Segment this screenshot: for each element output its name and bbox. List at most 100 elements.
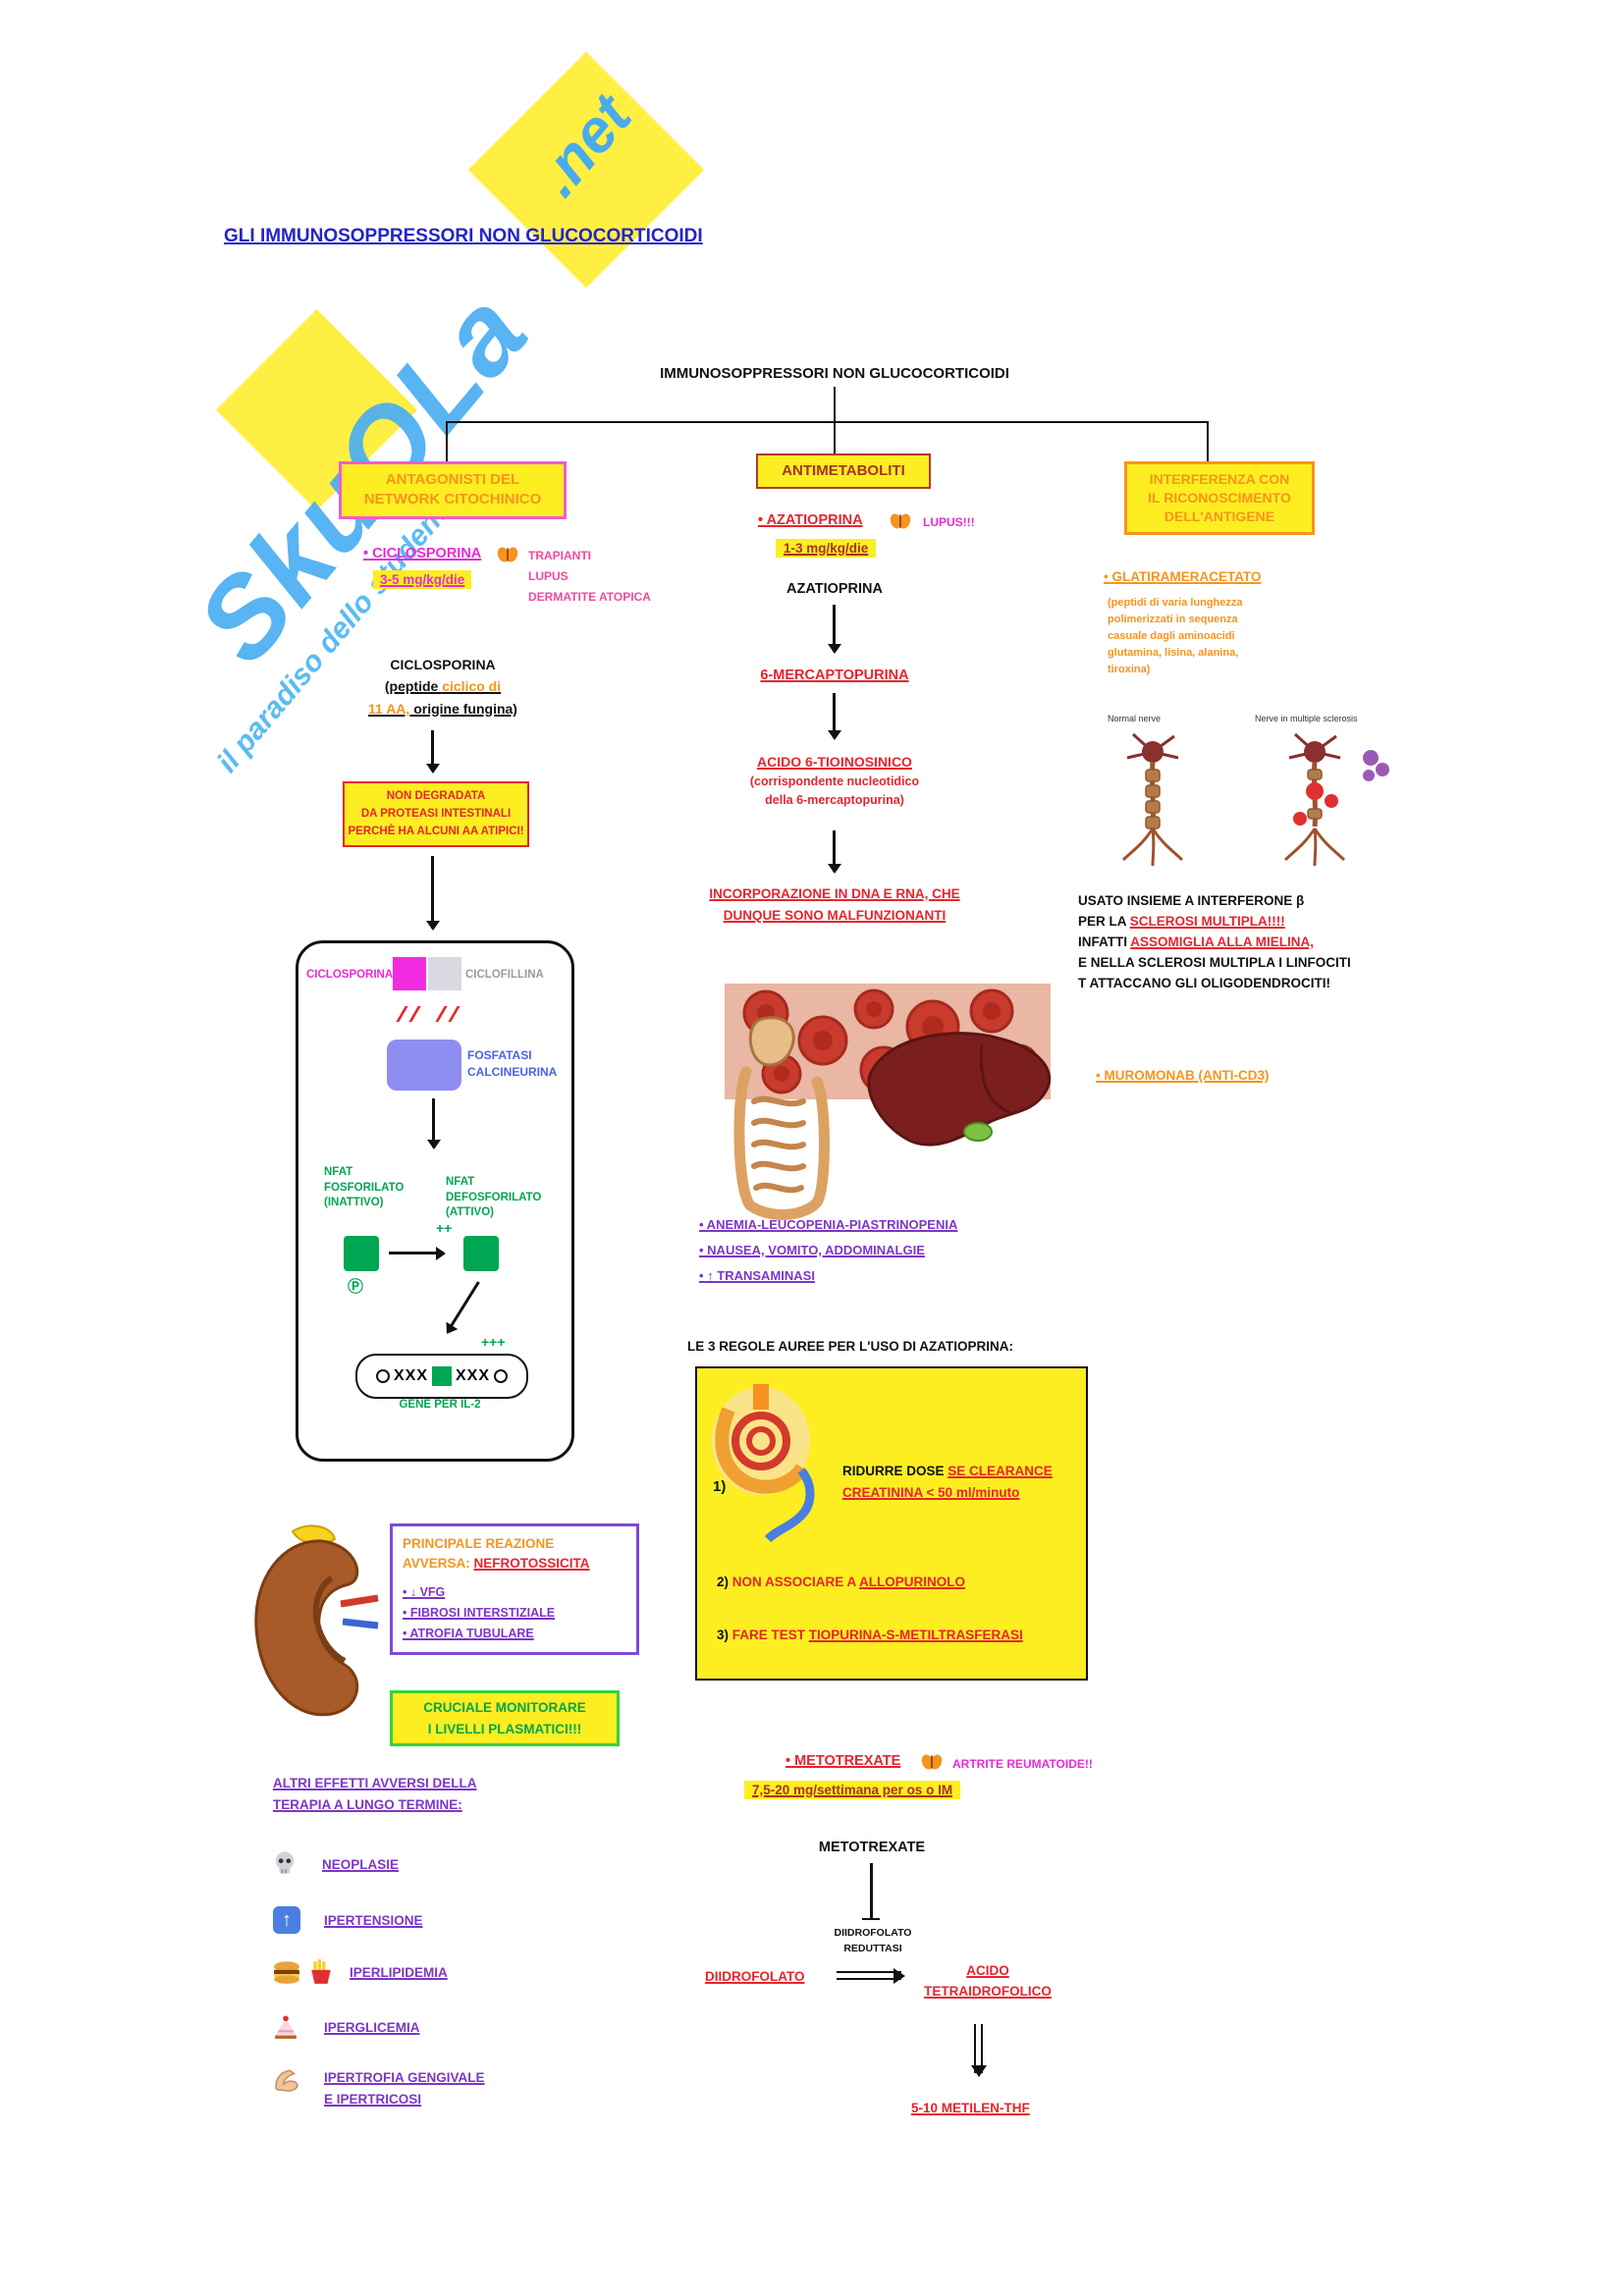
- azatioprina-indication: LUPUS!!!: [923, 515, 975, 529]
- monitor-levels-box: CRUCIALE MONITORARE I LIVELLI PLASMATICI…: [390, 1690, 620, 1747]
- longterm-label: IPERTROFIA GENGIVALE E IPERTRICOSI: [324, 2070, 485, 2107]
- arrow-aza-step2: [833, 693, 836, 738]
- rule3-red: FARE TEST: [731, 1628, 809, 1642]
- branch-antimetaboliti: ANTIMETABOLITI: [756, 454, 931, 490]
- mech-enzyme-label: FOSFATASI CALCINEURINA: [467, 1048, 558, 1079]
- diidrofolato-label: DIIDROFOLATO: [705, 1969, 805, 1984]
- nfat-inactive-square: [344, 1236, 379, 1271]
- mercaptopurina-label: 6-MERCAPTOPURINA: [760, 667, 909, 683]
- tree-line-root: [834, 387, 836, 421]
- aza-adverse-3: • ↑ TRANSAMINASI: [699, 1268, 815, 1283]
- kidney-image: [254, 1524, 379, 1717]
- mech-nfat-active: NFAT DEFOSFORILATO (ATTIVO): [446, 1176, 542, 1219]
- burger-icon: [274, 1961, 299, 1984]
- ciclosporina-bullet: • CICLOSPORINA: [363, 546, 482, 561]
- butterfly-icon: [921, 1754, 943, 1770]
- branch-antagonisti-citochine: ANTAGONISTI DEL NETWORK CITOCHINICO: [339, 461, 567, 519]
- dna-x-left: XXX: [393, 1367, 428, 1384]
- dna-end-left: [375, 1369, 390, 1383]
- nfat-active-square: [463, 1236, 499, 1271]
- ciclosporina-dose: 3-5 mg/kg/die: [373, 570, 472, 589]
- gene-il2-label: GENE PER IL-2: [399, 1399, 481, 1411]
- metotrexate-indication: ARTRITE REUMATOIDE!!: [952, 1757, 1093, 1771]
- desc-l2-orange: ciclico di: [442, 678, 502, 695]
- ciclosporina-description: CICLOSPORINA (peptide ciclico di 11 AA, …: [330, 654, 556, 720]
- inhibition-marks: [396, 1006, 421, 1022]
- longterm-label: NEOPLASIE: [322, 1856, 400, 1872]
- arrow-ciclosporina-to-note: [431, 730, 434, 772]
- desc-l2-black: (peptide: [384, 678, 443, 695]
- incorporazione-label: INCORPORAZIONE IN DNA E RNA, CHE DUNQUE …: [709, 886, 960, 924]
- rule1-text: RIDURRE DOSE SE CLEARANCE CREATININA < 5…: [842, 1461, 1058, 1503]
- nefrotoxicity-box: PRINCIPALE REAZIONE AVVERSA: NEFROTOSSIC…: [390, 1523, 639, 1656]
- dna-strand: XXX XXX: [355, 1354, 528, 1399]
- ciclosporina-desc-line2: (peptide ciclico di: [330, 675, 556, 697]
- rule2-number: 2): [717, 1575, 730, 1589]
- ciclosporina-desc-line3: 11 AA, origine fungina): [330, 698, 556, 720]
- longterm-label: IPERLIPIDEMIA: [350, 1964, 448, 1980]
- glatiramer-bullet: • GLATIRAMERACETATO: [1104, 569, 1262, 584]
- glomerulus-image: [712, 1384, 815, 1543]
- glatiramer-note: USATO INSIEME A INTERFERONE β PER LA SCL…: [1078, 891, 1417, 994]
- intestine-image: [733, 1016, 830, 1220]
- metotrexate-bullet: • METOTREXATE: [785, 1753, 901, 1769]
- glatiramer-description: (peptidi di varia lunghezza polimerizzat…: [1108, 597, 1243, 676]
- ciclosporina-note-box: NON DEGRADATA DA PROTEASI INTESTINALI PE…: [343, 781, 529, 848]
- azatioprina-name: AZATIOPRINA: [785, 581, 883, 597]
- arrow-aza-step1: [833, 605, 836, 652]
- arrow-nfat-to-gene: [446, 1281, 480, 1333]
- dna-x-right: XXX: [456, 1367, 491, 1384]
- longterm-row-iperglicemia: IPERGLICEMIA: [273, 2014, 420, 2040]
- butterfly-icon: [890, 513, 911, 529]
- desc-l3-orange: 11 AA,: [368, 700, 410, 717]
- tetraidrofolico-label: ACIDO TETRAIDROFOLICO: [924, 1963, 1052, 1999]
- note-l3-black: INFATTI: [1078, 934, 1131, 949]
- plus-plus-marks: ++: [436, 1220, 453, 1236]
- aza-adverse-2: • NAUSEA, VOMITO, ADDOMINALGIE: [699, 1243, 925, 1257]
- tree-line-center: [834, 421, 836, 454]
- nefro-item-vfg: • ↓ VFG: [403, 1584, 446, 1599]
- rule1-black: RIDURRE DOSE: [842, 1464, 948, 1478]
- nefro-item-atrofia: • ATROFIA TUBULARE: [403, 1627, 534, 1640]
- note-line2: PER LA SCLEROSI MULTIPLA!!!!: [1078, 912, 1417, 933]
- rule2-text: 2) NON ASSOCIARE A ALLOPURINOLO: [717, 1575, 965, 1589]
- note-l2-black: PER LA: [1078, 913, 1130, 929]
- mech-nfat-inactive: NFAT FOSFORILATO (INATTIVO): [324, 1166, 405, 1209]
- aza-adverse-1: • ANEMIA-LEUCOPENIA-PIASTRINOPENIA: [699, 1217, 958, 1232]
- longterm-title: ALTRI EFFETTI AVVERSI DELLA TERAPIA A LU…: [273, 1776, 477, 1812]
- longterm-row-ipertensione: IPERTENSIONE: [273, 1906, 423, 1934]
- rule1-number: 1): [713, 1478, 727, 1495]
- plus-plus-plus-marks: +++: [481, 1334, 506, 1350]
- branch-interferenza-antigene: INTERFERENZA CON IL RICONOSCIMENTO DELL'…: [1124, 461, 1315, 535]
- nefro-item-fibrosi: • FIBROSI INTERSTIZIALE: [403, 1605, 556, 1620]
- tree-line-right: [1207, 421, 1209, 461]
- arrow-nfat-activation: [389, 1252, 444, 1255]
- rule2-red-underlined: ALLOPURINOLO: [859, 1575, 966, 1589]
- arrow-dhf-to-thf: [837, 1971, 901, 1980]
- longterm-row-ipertrofia: IPERTROFIA GENGIVALE E IPERTRICOSI: [273, 2067, 485, 2109]
- rule3-number: 3): [717, 1628, 730, 1642]
- mech-drug-square: [393, 957, 426, 990]
- mech-calcineurin-pill: [387, 1040, 461, 1091]
- longterm-label: IPERGLICEMIA: [324, 2019, 420, 2035]
- note-line4: E NELLA SCLEROSI MULTIPLA I LINFOCITI: [1078, 954, 1351, 970]
- ciclosporina-mechanism-box: CICLOSPORINA CICLOFILLINA FOSFATASI CALC…: [296, 940, 574, 1462]
- tree-line-horizontal: [447, 421, 1209, 423]
- fries-icon: [311, 1959, 331, 1984]
- nerve-image: [1121, 732, 1389, 867]
- ciclosporina-desc-title: CICLOSPORINA: [390, 657, 496, 672]
- rules-box: 1) RIDURRE DOSE SE CLEARANCE CREATININA …: [695, 1366, 1088, 1681]
- rule1-red: SE CLEARANCE CREATININA < 50 ml/minuto: [842, 1464, 1053, 1500]
- metilen-thf-label: 5-10 METILEN-THF: [911, 2101, 1030, 2115]
- mech-partner-label: CICLOFILLINA: [465, 969, 544, 981]
- rule2-red: NON ASSOCIARE A: [731, 1575, 860, 1589]
- phosphate-symbol: Ⓟ: [348, 1279, 364, 1296]
- metotrexate-dose: 7,5-20 mg/settimana per os o IM: [744, 1781, 961, 1799]
- hypertension-icon: [273, 1906, 300, 1934]
- nerve-caption-right: Nerve in multiple sclerosis: [1255, 714, 1358, 723]
- inhibition-marks: [435, 1006, 460, 1022]
- mech-drug-label: CICLOSPORINA: [306, 969, 394, 981]
- note-l2-red: SCLEROSI MULTIPLA!!!!: [1129, 913, 1285, 929]
- muromonab-bullet: • MUROMONAB (ANTI-CD3): [1096, 1068, 1270, 1083]
